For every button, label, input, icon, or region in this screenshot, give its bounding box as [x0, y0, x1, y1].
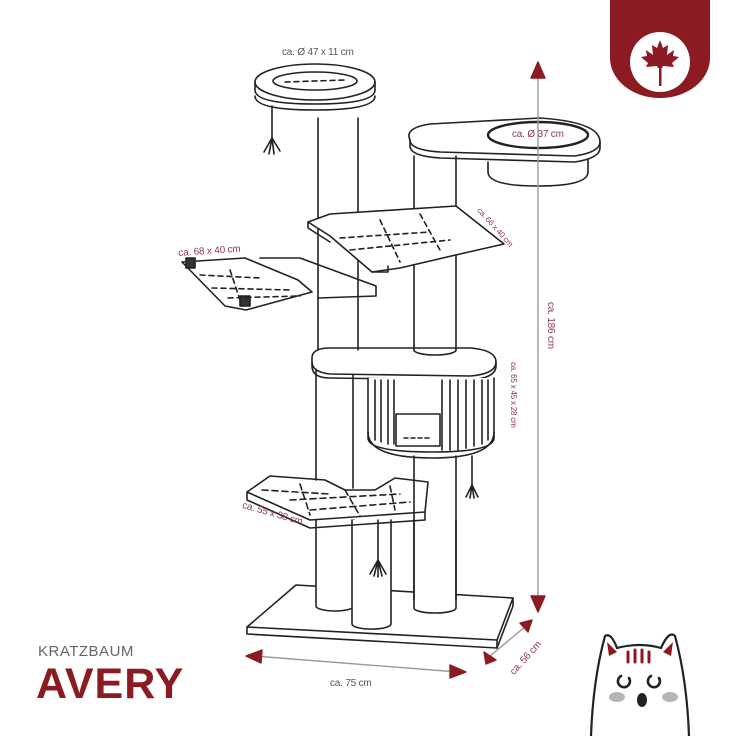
label-cave: ca. 65 x 45 x 28 cm	[509, 362, 518, 428]
cave-platform	[311, 347, 497, 381]
canada-badge	[610, 0, 710, 98]
label-bowl-bed: ca. Ø 37 cm	[512, 129, 564, 140]
height-arrow	[530, 61, 546, 613]
left-hammock	[181, 257, 377, 311]
upper-hammock	[307, 205, 505, 273]
depth-arrow	[483, 619, 533, 665]
label-top-bed: ca. Ø 47 x 11 cm	[282, 47, 354, 58]
toy-pompom-bottom	[369, 519, 387, 578]
bowl-bed	[408, 117, 601, 187]
label-width: ca. 75 cm	[330, 678, 372, 689]
label-height: ca. 186 cm	[545, 302, 556, 349]
middle-posts	[315, 357, 457, 601]
cave	[367, 377, 495, 459]
toy-pompom-cave	[465, 455, 479, 499]
bottom-posts	[315, 519, 457, 630]
product-name: AVERY	[36, 660, 185, 708]
toy-pompom-top	[263, 105, 281, 155]
width-arrow	[245, 649, 467, 679]
top-bed	[254, 63, 376, 111]
maple-leaf-icon	[641, 40, 679, 86]
lower-platform	[246, 475, 429, 529]
cat-face-icon	[589, 633, 691, 736]
product-category: KRATZBAUM	[38, 643, 134, 660]
